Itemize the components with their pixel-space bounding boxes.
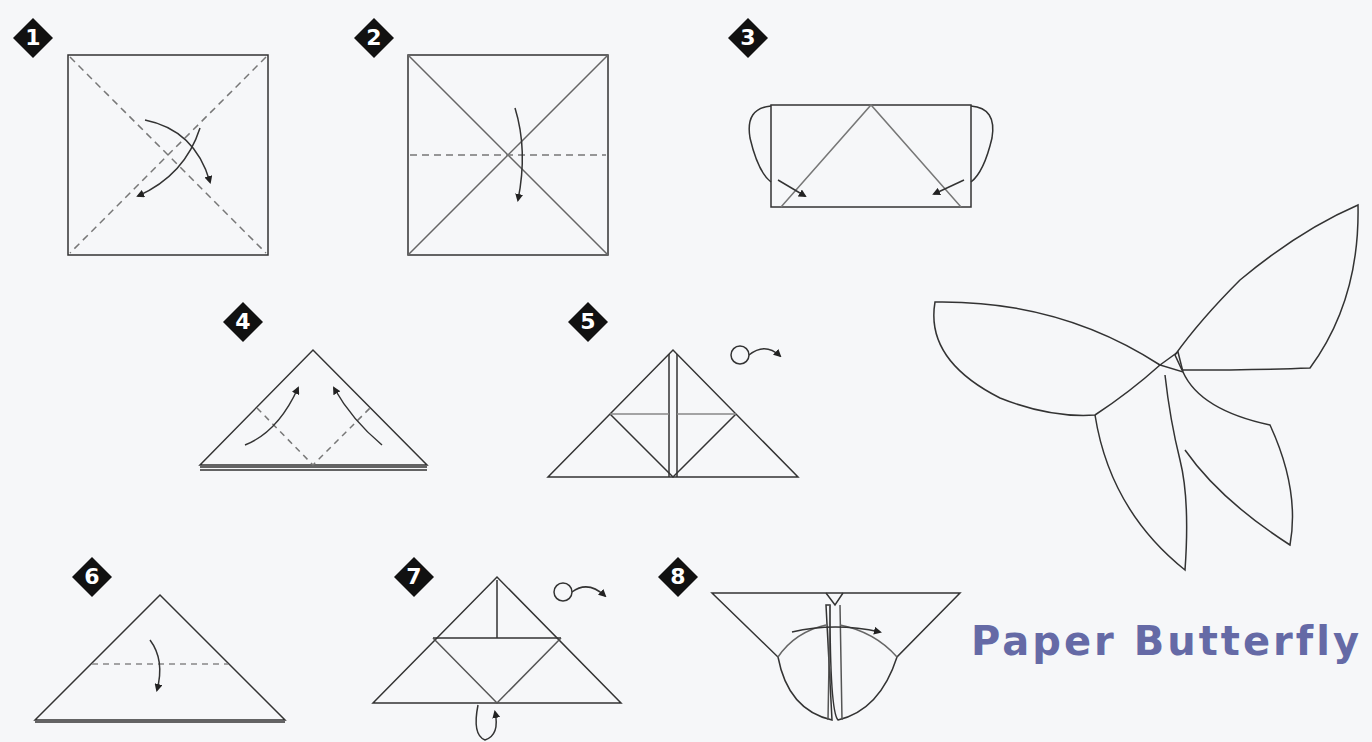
step-number: 4 — [223, 302, 263, 342]
step-number: 7 — [394, 557, 434, 597]
step-number-text: 7 — [394, 557, 434, 597]
step-number-text: 5 — [568, 302, 608, 342]
step-number: 1 — [13, 18, 53, 58]
step-number-text: 8 — [658, 557, 698, 597]
step-number: 5 — [568, 302, 608, 342]
step-number: 3 — [728, 18, 768, 58]
step-number: 2 — [354, 18, 394, 58]
step-number-text: 2 — [354, 18, 394, 58]
step-number: 8 — [658, 557, 698, 597]
diagram-title: Paper Butterfly — [971, 618, 1362, 664]
step-number-text: 1 — [13, 18, 53, 58]
step-number-text: 4 — [223, 302, 263, 342]
step-number: 6 — [72, 557, 112, 597]
step-number-text: 3 — [728, 18, 768, 58]
step-number-text: 6 — [72, 557, 112, 597]
